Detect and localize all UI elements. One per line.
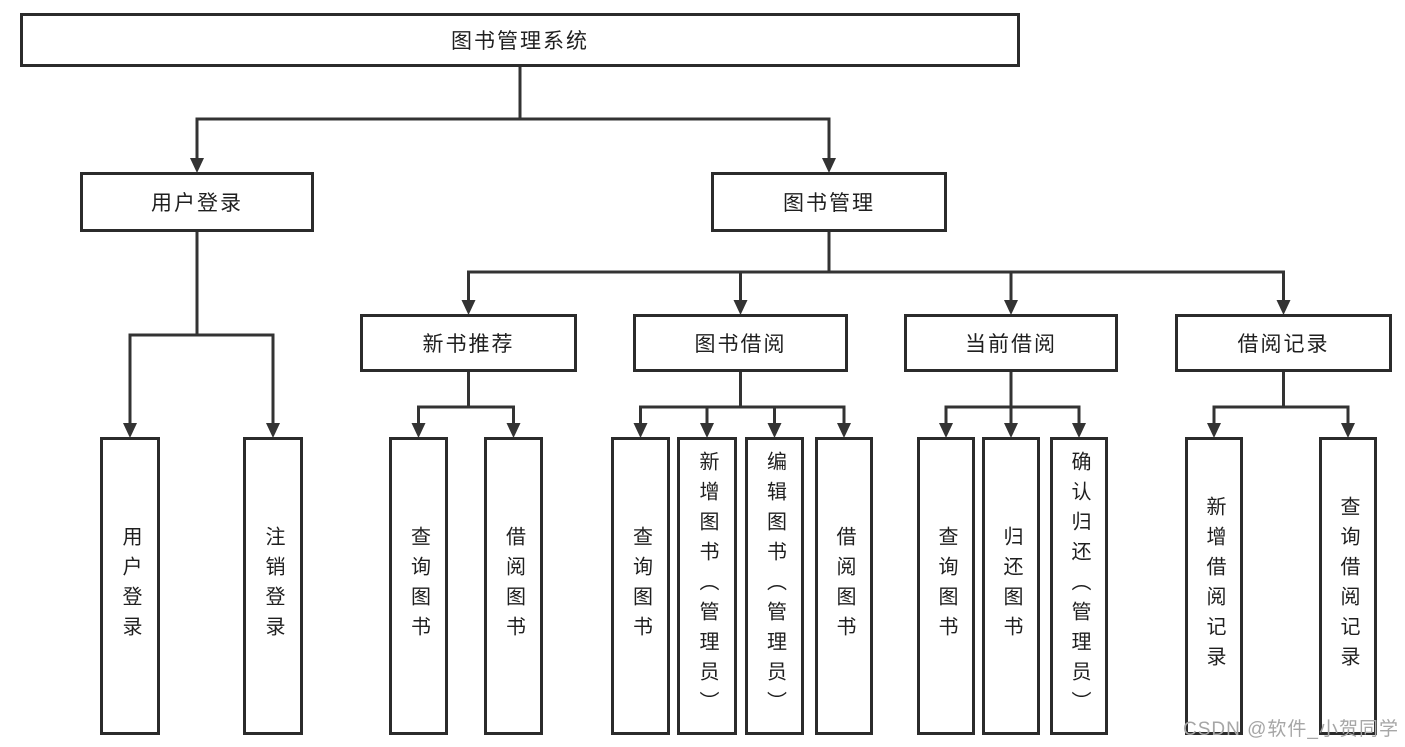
connector-system [190,66,836,173]
node-system: 图书管理系统 [20,13,1020,67]
node-add-book-admin: 新增图书（管理员） [677,437,737,735]
node-recommend: 新书推荐 [360,314,577,372]
arrowhead-icon [633,423,648,438]
arrowhead-icon [1276,300,1291,315]
node-label-borrow: 图书借阅 [694,333,787,356]
node-label-query-book-recommend: 查询图书 [407,526,430,646]
node-label-borrow-book-recommend: 借阅图书 [502,526,525,646]
node-borrow-book-recommend: 借阅图书 [484,437,543,735]
node-label-logout: 注销登录 [262,526,284,646]
node-borrow-book-borrow: 借阅图书 [815,437,873,735]
node-borrow: 图书借阅 [633,314,848,372]
connector-login [123,231,280,438]
node-label-recommend: 新书推荐 [422,333,515,356]
node-label-query-book-current: 查询图书 [935,526,957,646]
node-label-query-book-borrow: 查询图书 [629,526,652,646]
node-add-borrow-record: 新增借阅记录 [1185,437,1243,735]
arrowhead-icon [1004,423,1018,438]
arrowhead-icon [733,300,748,315]
node-label-current: 当前借阅 [965,333,1057,356]
arrowhead-icon [700,423,714,438]
node-label-return-book: 归还图书 [1000,526,1022,646]
node-query-book-recommend: 查询图书 [389,437,448,735]
arrowhead-icon [1004,300,1018,315]
arrowhead-icon [1072,423,1086,438]
connector-borrow [633,371,851,438]
arrowhead-icon [506,423,521,438]
arrowhead-icon [1207,423,1221,438]
node-query-book-borrow: 查询图书 [611,437,670,735]
connector-manage [461,231,1291,315]
node-current: 当前借阅 [904,314,1118,372]
node-login: 用户登录 [80,172,314,232]
arrowhead-icon [822,158,836,173]
connector-recommend [411,371,521,438]
node-query-borrow-record: 查询借阅记录 [1319,437,1377,735]
connector-current [939,371,1086,438]
arrowhead-icon [190,158,204,173]
node-label-record: 借阅记录 [1237,333,1330,356]
node-confirm-return-admin: 确认归还（管理员） [1050,437,1108,735]
node-label-add-book-admin: 新增图书（管理员） [696,451,718,721]
node-return-book: 归还图书 [982,437,1040,735]
arrowhead-icon [1341,423,1355,438]
arrowhead-icon [939,423,953,438]
node-query-book-current: 查询图书 [917,437,975,735]
arrowhead-icon [411,423,426,438]
arrowhead-icon [123,423,137,438]
node-manage: 图书管理 [711,172,947,232]
arrowhead-icon [837,423,851,438]
watermark-text: CSDN @软件_小贺同学 [1183,719,1399,740]
node-user-login: 用户登录 [100,437,160,735]
node-label-manage: 图书管理 [783,192,875,215]
node-label-add-borrow-record: 新增借阅记录 [1203,496,1225,676]
node-label-login: 用户登录 [151,192,243,215]
node-label-user-login: 用户登录 [119,526,141,646]
node-label-borrow-book-borrow: 借阅图书 [833,526,855,646]
node-label-edit-book-admin: 编辑图书（管理员） [763,451,786,721]
node-label-confirm-return-admin: 确认归还（管理员） [1068,451,1090,721]
arrowhead-icon [266,423,280,438]
arrowhead-icon [767,423,782,438]
connector-record [1207,371,1355,438]
arrowhead-icon [461,300,476,315]
node-record: 借阅记录 [1175,314,1392,372]
node-label-system: 图书管理系统 [451,30,589,53]
node-label-query-borrow-record: 查询借阅记录 [1337,496,1359,676]
node-logout: 注销登录 [243,437,303,735]
node-edit-book-admin: 编辑图书（管理员） [745,437,804,735]
